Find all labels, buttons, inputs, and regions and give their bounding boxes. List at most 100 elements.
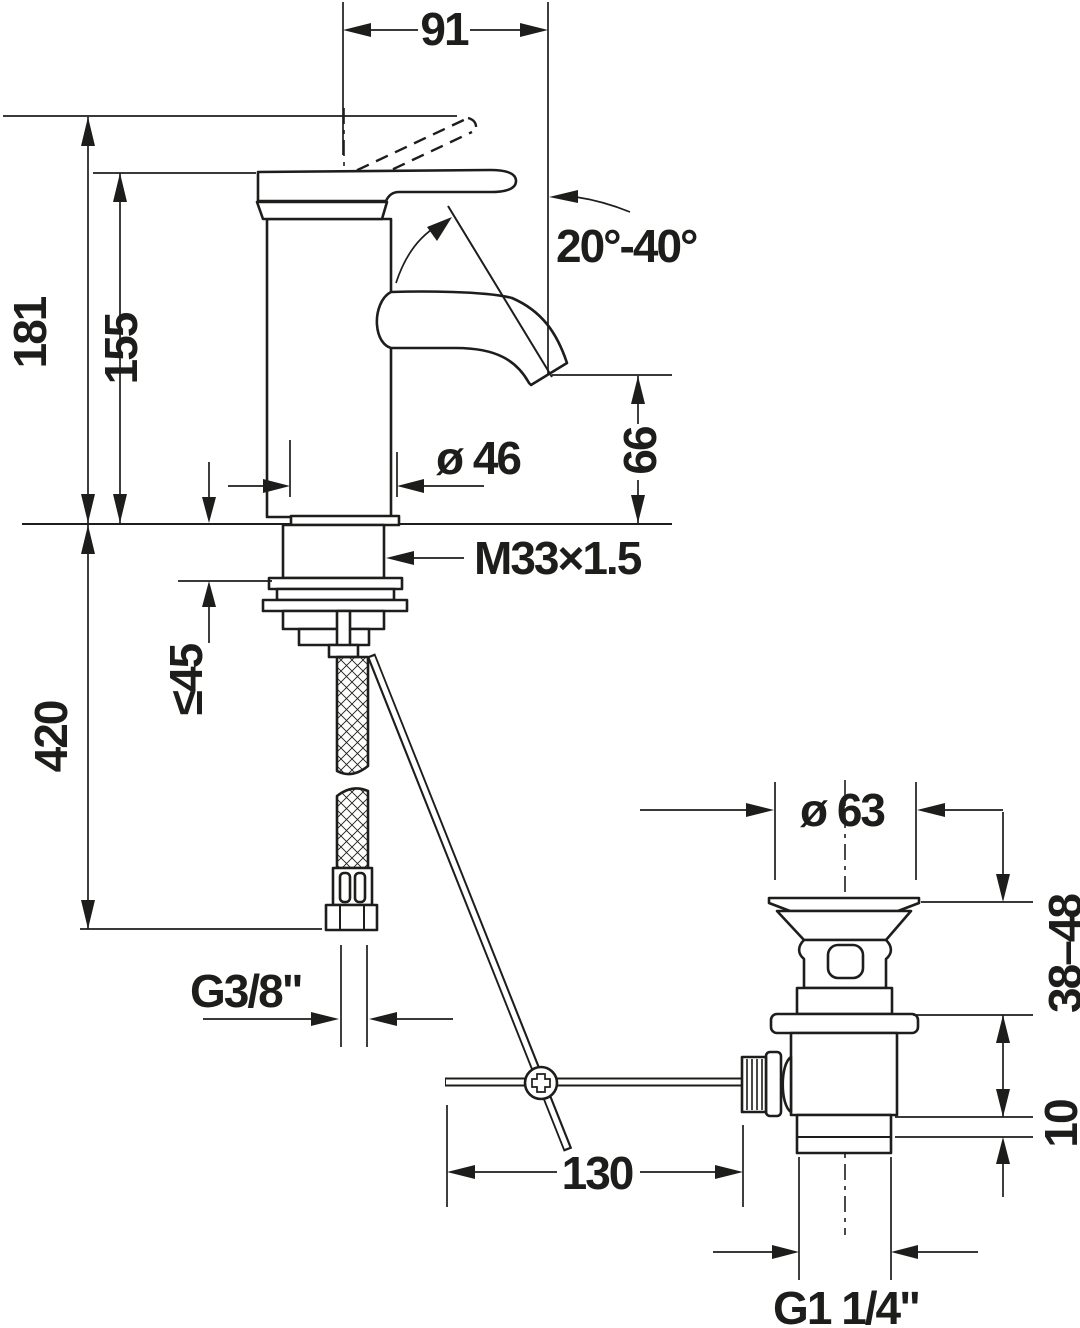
supply-hose: [324, 655, 379, 932]
arrowhead-right: [746, 803, 774, 817]
dim-dia46-label: ø 46: [436, 432, 520, 484]
angle-range-label: 20°-40°: [556, 220, 697, 272]
arrowhead-down: [113, 494, 127, 523]
arrowhead-right: [263, 479, 290, 493]
dim-g114: [713, 1157, 978, 1280]
mounting-nut-step: [297, 627, 371, 647]
arrowhead-up: [81, 525, 95, 554]
arrowhead-down: [631, 495, 645, 523]
hose-upper-segment: [335, 655, 370, 776]
hose-hex-nut: [324, 903, 379, 932]
arrowhead-up: [113, 173, 127, 202]
dim-max45: [178, 462, 272, 643]
dim-g114-label: G1 1/4": [773, 1282, 919, 1328]
drain-rim: [767, 896, 921, 913]
dim-10-label: 10: [1035, 1100, 1080, 1148]
arrowhead-up: [996, 1137, 1010, 1164]
threaded-shank: [281, 523, 386, 580]
angle-reference-line: [447, 205, 553, 378]
dim-181-label: 181: [4, 296, 56, 368]
handle-lever: [256, 168, 518, 203]
dim-10: [895, 1116, 1033, 1197]
arrowhead-left: [891, 1245, 918, 1259]
dim-420: [80, 525, 322, 930]
arrowhead-up: [202, 581, 216, 607]
arrowhead-up: [996, 1015, 1010, 1043]
raised-handle-tip-arc: [467, 116, 478, 134]
leader-line: [575, 196, 631, 213]
arrowhead-right: [715, 1165, 743, 1179]
dim-dia46: [228, 440, 484, 497]
drain-wide-flange: [769, 1012, 920, 1035]
arrowhead-left: [343, 23, 371, 37]
dimension-labels: 91 181 155 20°-40° ø 46 66 M33×1.5 ≤45 4…: [4, 3, 1080, 1328]
washer-top: [267, 576, 404, 591]
dim-66-label: 66: [614, 427, 666, 475]
angle-arc-arrowhead: [427, 217, 452, 241]
arrowhead-down: [202, 497, 216, 523]
faucet-assembly: [22, 116, 672, 932]
dim-38-48: [913, 812, 1033, 1117]
arrowhead-down: [81, 494, 95, 523]
rod-socket-boss: [781, 1055, 793, 1114]
drain-tailpiece: [795, 1113, 893, 1155]
arrowhead-up: [81, 117, 95, 146]
dimensions: [3, 2, 1033, 1280]
pop-up-rod-assembly: [366, 653, 744, 1152]
rod-joint-cross: [531, 1073, 551, 1093]
dim-155: [93, 172, 256, 523]
arrowhead-down: [996, 874, 1010, 902]
dim-91: [342, 2, 549, 375]
connector-slot-left: [338, 871, 352, 904]
handle-base-cap: [255, 200, 389, 221]
arrowhead-right: [772, 1245, 799, 1259]
dim-38-48-label: 38–48: [1039, 894, 1080, 1013]
arrowhead-left: [369, 1012, 397, 1026]
arrowhead-right: [520, 23, 548, 37]
dim-max45-label: ≤45: [160, 643, 212, 715]
washer-middle: [275, 587, 396, 602]
dim-130: [446, 1105, 744, 1207]
dim-g38-label: G3/8": [190, 965, 302, 1017]
dim-66: [552, 374, 672, 523]
arrowhead-down: [996, 1089, 1010, 1117]
arrowhead-right: [311, 1012, 339, 1026]
dim-dia63-label: ø 63: [800, 784, 884, 836]
drain-neck: [797, 938, 893, 990]
drain-lower-body: [789, 1031, 899, 1117]
drain-assembly: [740, 896, 921, 1155]
mounting-hardware: [261, 523, 409, 659]
faucet-body-column: [265, 217, 393, 519]
spout: [375, 290, 569, 387]
arrowhead-left: [397, 479, 424, 493]
hose-lower-segment: [335, 787, 370, 870]
drain-funnel: [775, 909, 913, 942]
rod-joint: [523, 1065, 559, 1101]
dim-dia63: [640, 782, 1003, 880]
dim-130-label: 130: [562, 1147, 633, 1199]
pull-rod-diagonal-fill: [369, 656, 570, 1149]
dim-91-label: 91: [420, 3, 469, 55]
arrowhead-down: [81, 900, 95, 929]
arrowhead-left: [447, 1165, 475, 1179]
leader-arrowhead: [549, 190, 578, 203]
angle-annotation: [395, 190, 631, 378]
dim-g38: [203, 945, 453, 1047]
connector-slot-right: [353, 871, 367, 904]
dim-155-label: 155: [95, 312, 147, 384]
dim-m33: [386, 551, 464, 565]
angle-arc: [395, 225, 438, 284]
arrowhead-up: [631, 376, 645, 404]
drain-mid-collar: [795, 986, 894, 1016]
knurled-knob-collar: [764, 1050, 783, 1118]
arrowhead-left: [386, 551, 414, 565]
dim-420-label: 420: [25, 701, 77, 772]
arrowhead-left: [917, 803, 945, 817]
washer-wide: [261, 598, 409, 613]
dim-181: [3, 115, 457, 523]
dim-m33-label: M33×1.5: [474, 532, 642, 584]
pull-rod-stud: [335, 609, 352, 648]
base-plate: [289, 514, 401, 527]
mounting-nut: [281, 609, 386, 631]
